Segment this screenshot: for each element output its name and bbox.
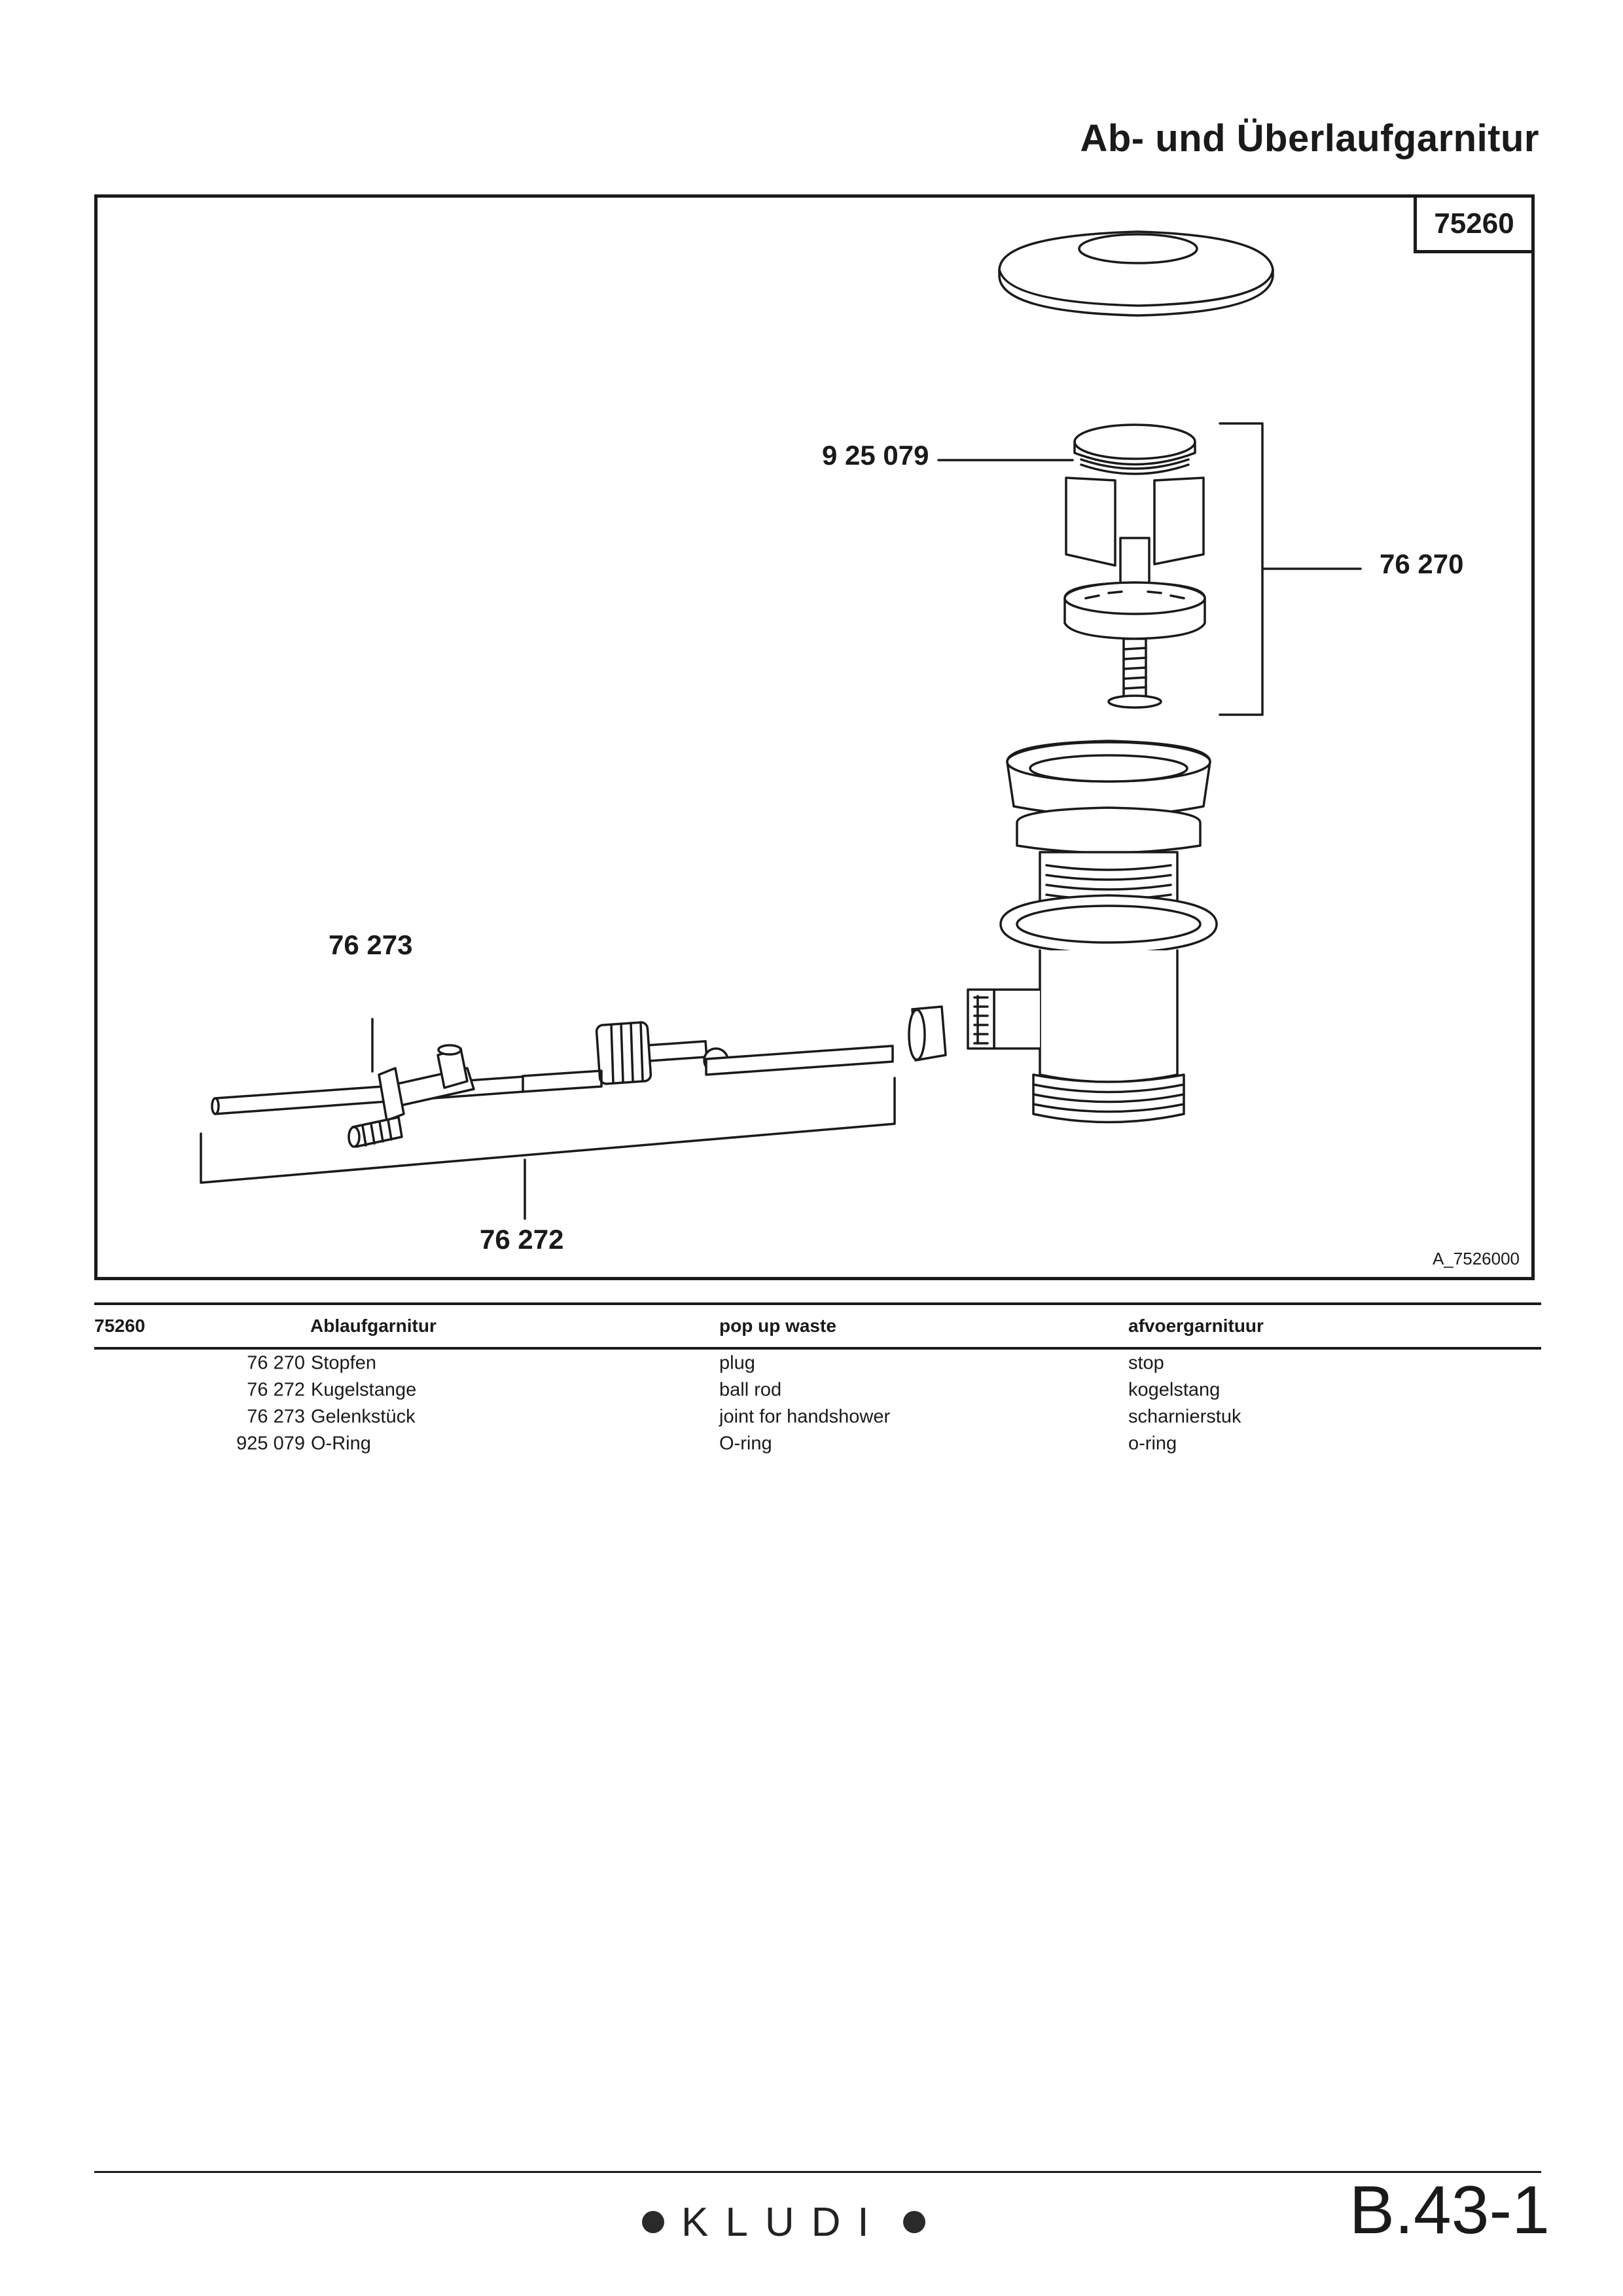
brand-dot-left-icon [642,2211,664,2233]
ball-rod-part [211,1021,894,1115]
brand-logo: KLUDI [625,2199,942,2245]
part-name-en: plug [719,1352,755,1373]
callout-joint: 76 273 [329,929,413,960]
callout-plug: 76 270 [1380,548,1464,579]
part-number: 76 270 [247,1352,305,1373]
header-article-code: 75260 [94,1316,145,1336]
table-row: 76 270 Stopfen plug stop [94,1350,1541,1376]
plug-bracket [1219,422,1264,716]
article-number-box: 75260 [1414,194,1535,253]
exploded-view-illustration [200,230,1362,1220]
parts-list: 75260 Ablaufgarnitur pop up waste afvoer… [94,1302,1541,1457]
page-title: Ab- und Überlaufgarnitur [1080,117,1539,160]
part-number: 76 272 [247,1379,305,1400]
part-name-nl: o-ring [1128,1433,1177,1454]
part-name-nl: kogelstang [1128,1379,1221,1400]
header-english: pop up waste [719,1316,836,1336]
footer-divider [94,2171,1541,2173]
callout-ball-rod: 76 272 [480,1224,564,1255]
joint-part [348,1044,475,1148]
part-name-en: joint for handshower [719,1406,891,1427]
parts-list-header: 75260 Ablaufgarnitur pop up waste afvoer… [94,1302,1541,1350]
part-name-de: Gelenkstück [311,1406,416,1427]
table-row: 76 273 Gelenkstück joint for handshower … [94,1403,1541,1430]
brand-dot-right-icon [902,2211,925,2233]
part-name-de: Stopfen [311,1352,376,1373]
table-row: 925 079 O-Ring O-ring o-ring [94,1430,1541,1457]
page-number: B.43-1 [1349,2172,1550,2248]
part-name-nl: stop [1128,1352,1164,1373]
table-row: 76 272 Kugelstange ball rod kogelstang [94,1376,1541,1403]
part-name-de: Kugelstange [311,1379,417,1400]
part-number: 925 079 [236,1433,305,1454]
part-number: 76 273 [247,1406,305,1427]
part-name-de: O-Ring [311,1433,371,1454]
brand-name: KLUDI [681,2199,886,2245]
part-name-nl: scharnierstuk [1128,1406,1241,1427]
exploded-drawing: 75260 A_7526000 [94,194,1535,1280]
ball-rod-bracket [200,1077,896,1184]
callout-o-ring: 9 25 079 [822,440,929,471]
cover-ring-part [998,230,1274,317]
part-name-en: O-ring [719,1433,772,1454]
plug-part [1063,423,1206,709]
part-name-en: ball rod [719,1379,782,1400]
waste-body-part [967,740,1218,1124]
header-german: Ablaufgarnitur [310,1316,437,1336]
header-dutch: afvoergarnituur [1128,1316,1264,1336]
drawing-id: A_7526000 [1432,1249,1520,1268]
